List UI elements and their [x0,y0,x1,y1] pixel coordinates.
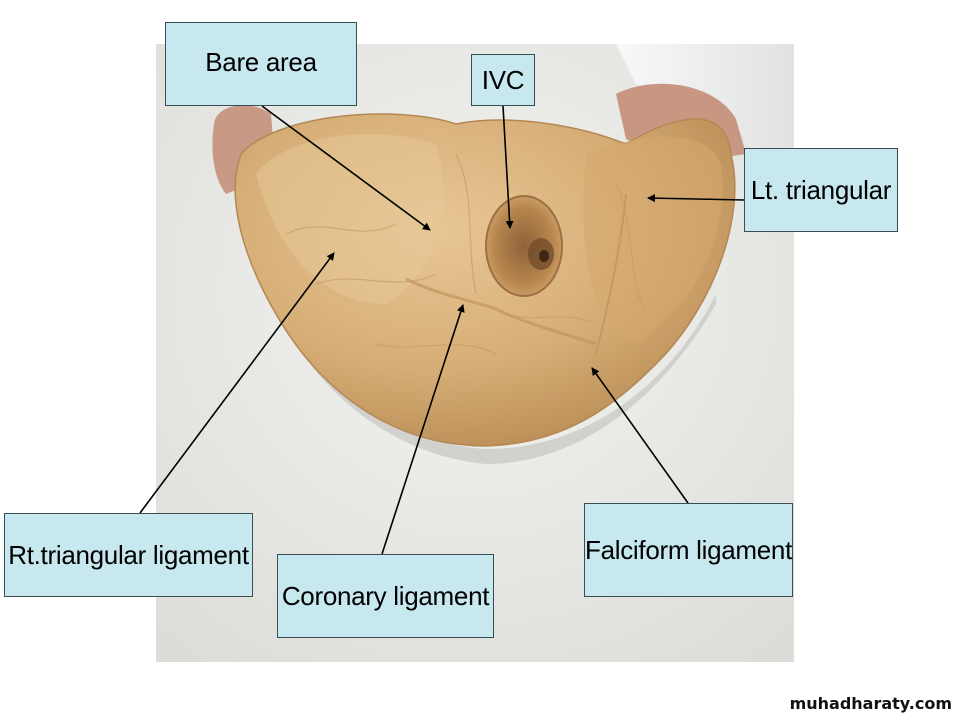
coronary-ligament-label: Coronary ligament [277,554,494,638]
falciform-ligament-label: Falciform ligament [584,503,793,597]
ivc-pointer [502,105,514,229]
lt-triangular-pointer [647,194,745,203]
lt-triangular-label: Lt. triangular [744,148,898,232]
watermark-text: muhadharaty.com [789,694,952,713]
lab-coat [616,44,794,164]
falciform-pointer [591,367,689,504]
ivc-opening [485,195,563,297]
bare-area-pointer [261,105,431,231]
coronary-pointer [381,304,465,555]
ivc-label: IVC [471,54,535,106]
liver-specimen-photo [156,44,794,662]
rt-triangular-pointer [139,252,335,514]
bare-area-label: Bare area [165,22,357,106]
rt-triangular-ligament-label: Rt.triangular ligament [4,513,253,597]
